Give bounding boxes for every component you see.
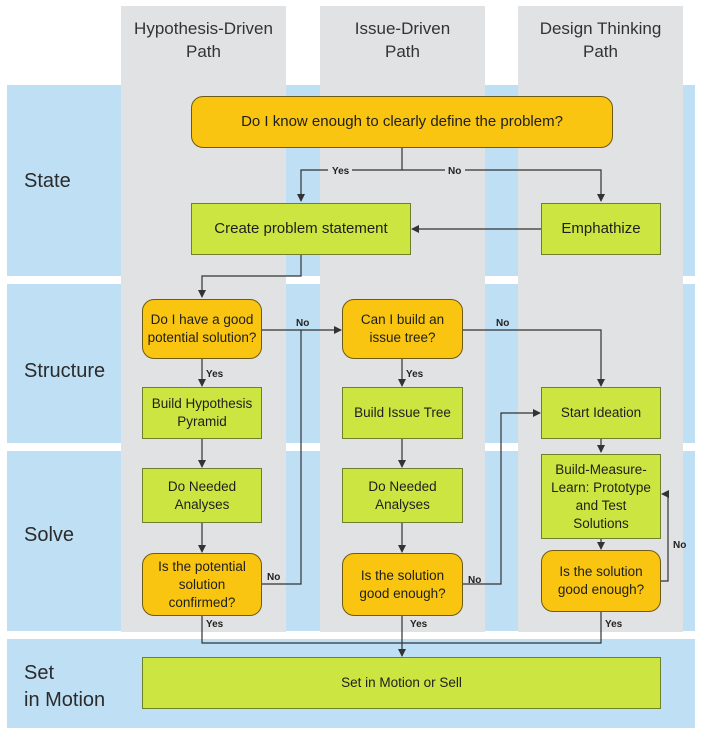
decision-good-potential: Do I have a good potential solution? xyxy=(142,299,262,359)
column-header-design: Design Thinking Path xyxy=(539,19,662,61)
row-label-state: State xyxy=(24,170,71,192)
edge-goodenough-d-yes xyxy=(402,612,602,644)
label-no-3: No xyxy=(496,318,509,329)
edge-create-to-potential xyxy=(198,255,302,298)
decision-good-enough-issue: Is the solution good enough? xyxy=(342,553,463,616)
label-yes-6: Yes xyxy=(605,619,623,630)
decision-good-enough-design: Is the solution good enough? xyxy=(541,550,661,612)
node-do-needed-analyses-i: Do Needed Analyses xyxy=(342,468,463,523)
label-no-4: No xyxy=(267,572,280,583)
label-yes-2: Yes xyxy=(206,369,224,380)
node-build-hypothesis-pyramid: Build Hypothesis Pyramid xyxy=(142,387,262,439)
node-do-needed-analyses-h: Do Needed Analyses xyxy=(142,468,262,523)
edge-confirmed-no xyxy=(262,330,302,585)
label-yes-3: Yes xyxy=(406,369,424,380)
edge-tree-no xyxy=(463,329,605,387)
decision-can-build-tree: Can I build an issue tree? xyxy=(342,299,463,359)
edge-goodenough-i-no xyxy=(463,409,541,585)
decision-know-enough: Do I know enough to clearly define the p… xyxy=(191,96,613,148)
column-header-issue: Issue-Driven Path xyxy=(354,19,451,61)
edge-know-no xyxy=(402,169,605,202)
row-label-solve: Solve xyxy=(24,524,75,546)
node-build-issue-tree: Build Issue Tree xyxy=(342,387,463,439)
row-label-set-in-motion: Set in Motion xyxy=(24,662,106,711)
label-no-1: No xyxy=(448,166,461,177)
node-emphathize: Emphathize xyxy=(541,203,661,255)
label-no-5: No xyxy=(468,575,481,586)
edge-confirmed-yes xyxy=(201,616,402,644)
decision-solution-confirmed: Is the potential solution confirmed? xyxy=(142,553,262,616)
label-yes-4: Yes xyxy=(206,619,224,630)
row-label-structure: Structure xyxy=(24,360,106,382)
node-create-problem-statement: Create problem statement xyxy=(191,203,411,255)
node-build-measure-learn: Build-Measure-Learn: Prototype and Test … xyxy=(541,454,661,539)
label-no-6: No xyxy=(673,540,686,551)
node-set-in-motion-or-sell: Set in Motion or Sell xyxy=(142,657,661,709)
node-start-ideation: Start Ideation xyxy=(541,387,661,439)
label-yes-5: Yes xyxy=(410,619,428,630)
label-no-2: No xyxy=(296,318,309,329)
label-yes-1: Yes xyxy=(332,166,350,177)
edge-goodenough-d-no xyxy=(661,490,669,582)
column-header-hypothesis: Hypothesis-Driven Path xyxy=(134,19,273,61)
